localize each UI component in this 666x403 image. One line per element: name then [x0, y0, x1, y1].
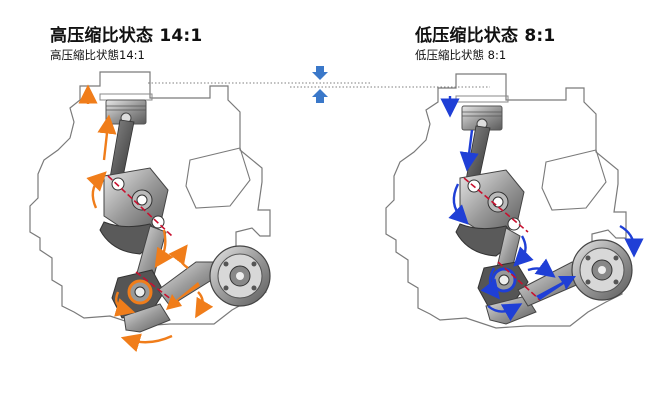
- left-engine-block-outline: [29, 71, 271, 327]
- left-engine-illustration: [29, 71, 271, 352]
- left-multilink-lever: [103, 167, 169, 233]
- left-actuator-arm: [157, 261, 219, 307]
- compress-arrows-icon: [312, 66, 328, 103]
- left-bold-arrow: [166, 282, 200, 310]
- right-panel-title: 低压缩比状态 8:1: [415, 26, 556, 46]
- right-centerline: [463, 177, 529, 233]
- left-motion-arrows: [78, 84, 214, 352]
- right-engine-illustration: [385, 73, 644, 329]
- left-block-window: [185, 147, 251, 209]
- right-motion-arrows: [440, 96, 644, 322]
- left-harmonic-drive-gear: [209, 245, 271, 307]
- right-piston: [461, 105, 503, 131]
- right-block-window: [541, 149, 607, 211]
- tdc-reference-line: [148, 82, 490, 88]
- right-harmonic-drive-gear: [571, 239, 633, 301]
- left-panel-subtitle: 高压縮比状態14:1: [50, 48, 145, 62]
- left-piston: [105, 99, 147, 125]
- left-control-shaft: [111, 269, 171, 333]
- left-panel-title: 高压缩比状态 14:1: [50, 26, 203, 46]
- left-centerline: [107, 175, 173, 237]
- right-bold-arrow: [536, 276, 576, 300]
- right-panel-subtitle: 低压縮比状態 8:1: [415, 48, 507, 62]
- right-engine-block-outline: [385, 73, 627, 329]
